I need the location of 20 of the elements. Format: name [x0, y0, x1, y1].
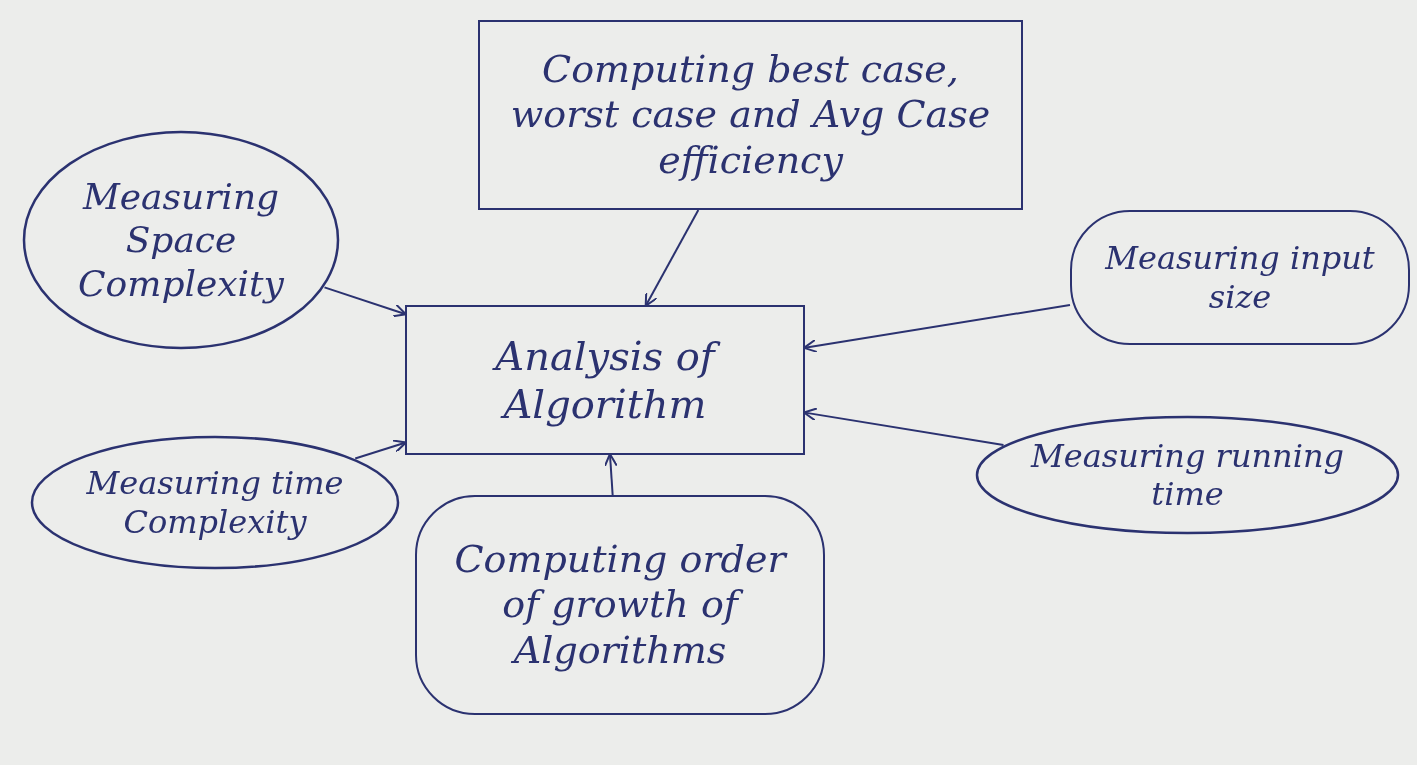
node-label: Analysis of Algorithm: [407, 326, 803, 434]
node-label: Measuring time Complexity: [85, 463, 345, 543]
rounded-box: [415, 495, 825, 715]
rounded-box: [1070, 210, 1410, 345]
arrow: [323, 286, 407, 318]
node-label: Measuring input size: [1104, 238, 1376, 318]
ellipse-node: [30, 435, 400, 570]
node-label: Computing best case, worst case and Avg Case efficiency: [509, 45, 992, 184]
arrow: [354, 439, 407, 460]
node-label: Measuring Space Complexity: [77, 175, 285, 306]
process-box: [405, 305, 805, 455]
process-box: [478, 20, 1023, 210]
ellipse-node: [975, 415, 1400, 535]
arrow: [603, 453, 618, 496]
ellipse-node: [22, 130, 340, 350]
node-label: Measuring running time: [1029, 435, 1346, 515]
arrow: [644, 209, 700, 307]
arrow: [803, 407, 1005, 446]
node-label: Computing order of growth of Algorithms: [453, 535, 789, 674]
arrow: [803, 303, 1071, 353]
